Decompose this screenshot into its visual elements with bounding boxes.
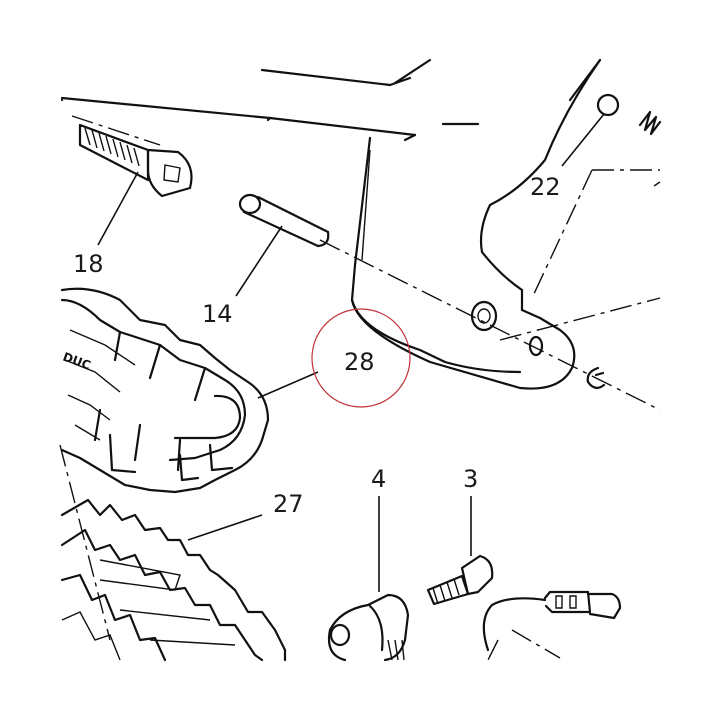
leader-27: [187, 514, 263, 541]
footpeg-rubber-icon: [60, 498, 287, 662]
leader-22: [561, 113, 605, 167]
part-label-4: 4: [371, 465, 386, 493]
part-label-3: 3: [463, 465, 478, 493]
spring-icon: [638, 110, 662, 136]
part-label-27: 27: [273, 490, 304, 518]
part-label-28: 28: [344, 348, 375, 376]
leader-lines: [97, 113, 605, 592]
center-lines: [59, 115, 661, 661]
part-label-22: 22: [530, 173, 561, 201]
connector-icon: [482, 590, 622, 652]
leader-14: [235, 225, 283, 297]
clip-icon: [586, 366, 606, 389]
footpeg-icon: DUC: [60, 287, 270, 494]
leader-18: [97, 171, 139, 246]
pin-icon: [238, 193, 330, 248]
frame-bracket-icon: [60, 58, 602, 390]
cam-icon: [327, 593, 410, 662]
bolt-icon: [78, 123, 193, 198]
part-label-18: 18: [73, 250, 104, 278]
part-label-14: 14: [202, 300, 233, 328]
svg-text:DUC: DUC: [61, 350, 93, 373]
ball-icon: [596, 93, 620, 117]
highlight-circle: [311, 308, 411, 408]
leader-28: [257, 371, 319, 399]
screw-icon: [426, 554, 494, 606]
bushing-icon: [470, 300, 544, 357]
